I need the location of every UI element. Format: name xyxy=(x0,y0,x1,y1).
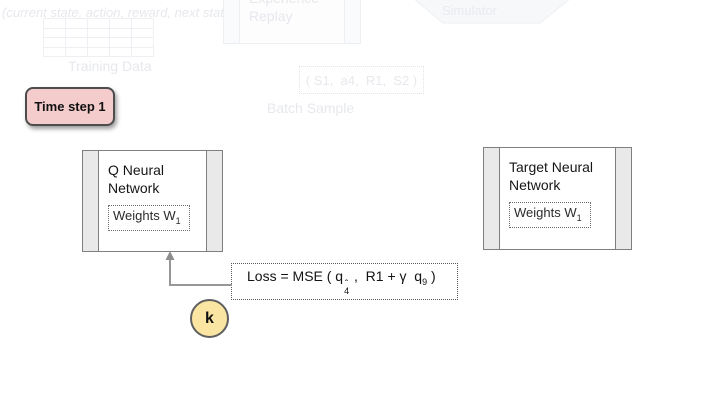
box-side-band xyxy=(83,151,99,251)
loss-middle: , R1 + γ q xyxy=(350,267,423,284)
batch-sample-label: Batch Sample xyxy=(267,100,355,116)
q-network-title: Q Neural Network xyxy=(108,162,165,196)
table-cell xyxy=(132,38,154,48)
simulator-label: Simulator xyxy=(442,3,497,18)
table-cell xyxy=(132,28,154,38)
target-network-weights-box: Weights W1 xyxy=(509,202,591,228)
table-cell xyxy=(66,38,88,48)
q-network-box: Q Neural Network Weights W1 xyxy=(82,150,223,252)
table-cell xyxy=(88,28,110,38)
target-weights-subscript: 1 xyxy=(576,213,582,223)
table-cell xyxy=(88,38,110,48)
time-step-label: Time step 1 xyxy=(34,99,106,114)
table-cell xyxy=(44,38,66,48)
box-side-band xyxy=(206,151,222,251)
box-side-band xyxy=(484,148,500,249)
box-side-band xyxy=(344,0,360,43)
batch-tuple-text: ( S1, a4, R1, S2 ) xyxy=(305,72,418,88)
k-marker-label: k xyxy=(205,309,214,327)
experience-replay-label: Experience Replay xyxy=(249,0,319,24)
hat-symbol: ˆ xyxy=(344,278,349,290)
target-network-title: Target Neural Network xyxy=(509,159,594,193)
box-side-band xyxy=(615,148,631,249)
table-cell xyxy=(66,19,88,29)
training-data-label: Training Data xyxy=(68,58,152,74)
table-cell xyxy=(44,47,66,57)
table-cell xyxy=(132,19,154,29)
arrow-head xyxy=(165,251,175,260)
time-step-badge: Time step 1 xyxy=(25,87,115,126)
arrow-line xyxy=(169,259,232,286)
target-weights-label: Weights W xyxy=(514,205,577,220)
table-cell xyxy=(110,47,132,57)
training-data-table xyxy=(43,18,154,57)
table-cell xyxy=(88,47,110,57)
q-weights-label: Weights W xyxy=(113,208,176,223)
target-network-box: Target Neural Network Weights W1 xyxy=(483,147,632,250)
table-cell xyxy=(110,19,132,29)
table-cell xyxy=(110,28,132,38)
table-cell xyxy=(132,47,154,57)
loss-suffix: ) xyxy=(427,267,436,284)
table-cell xyxy=(110,38,132,48)
box-side-band xyxy=(224,0,240,43)
table-cell xyxy=(44,28,66,38)
table-cell xyxy=(44,19,66,29)
experience-replay-box: Experience Replay xyxy=(223,0,361,44)
q-weights-subscript: 1 xyxy=(175,216,181,226)
target-q-subscript: 9 xyxy=(422,276,428,287)
k-marker: k xyxy=(190,299,229,338)
batch-tuple-box: ( S1, a4, R1, S2 ) xyxy=(299,66,424,94)
predicted-q-subscript: 4 xyxy=(344,285,350,296)
loss-prefix: Loss = MSE ( q xyxy=(247,267,344,284)
q-network-weights-box: Weights W1 xyxy=(108,205,190,231)
table-cell xyxy=(88,19,110,29)
table-cell xyxy=(66,28,88,38)
table-cell xyxy=(66,47,88,57)
